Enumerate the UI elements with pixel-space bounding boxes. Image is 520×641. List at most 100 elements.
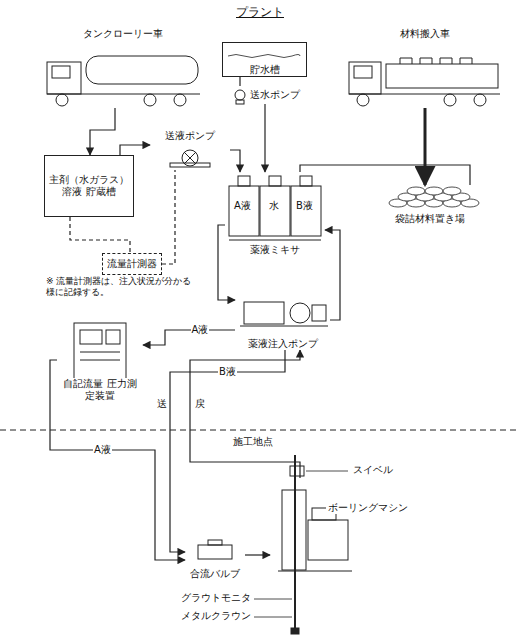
tank-lorry xyxy=(174,94,186,106)
tank-lorry xyxy=(47,56,200,106)
material-truck xyxy=(357,94,369,106)
equipment-node: 合流バルブ xyxy=(185,540,245,580)
callout-label: B液 xyxy=(295,200,314,213)
boring-machine xyxy=(294,455,296,632)
part-label: スイベル xyxy=(352,464,394,477)
equipment-label: 主剤（水ガラス）溶液 貯蔵槽 xyxy=(47,174,131,198)
boring-machine xyxy=(278,455,352,634)
equipment-label: 自記流量 圧力測定装置 xyxy=(59,378,141,402)
boring-machine xyxy=(308,520,348,560)
equipment-label: 材料搬入車 xyxy=(398,28,452,40)
pipe-connector xyxy=(120,145,150,155)
mixer-body xyxy=(229,186,259,236)
injection-pump-body xyxy=(240,326,328,327)
material-truck xyxy=(400,58,472,64)
equipment-node: ボーリングマシン xyxy=(270,478,410,573)
pipe-connector xyxy=(170,350,285,552)
material-bags xyxy=(443,187,461,195)
equipment-label: 送液ポンプ xyxy=(163,130,217,142)
merge-valve-symbol xyxy=(198,545,232,559)
leader-line xyxy=(254,599,292,600)
part-label: メタルクラウン xyxy=(180,610,252,623)
equipment-node: 送液ポンプ xyxy=(150,130,230,170)
callout-label: 送 xyxy=(156,398,168,411)
boring-machine xyxy=(290,466,304,476)
water-surface xyxy=(228,55,300,58)
diagram-title: プラント xyxy=(236,4,284,21)
water-pump-symbol xyxy=(235,90,245,100)
pipe-label: A液 xyxy=(93,444,112,457)
material-truck xyxy=(474,94,486,106)
mixer-body xyxy=(260,186,290,236)
pipe-connector xyxy=(162,170,175,264)
injection-pump-body xyxy=(290,303,310,323)
mixer-body xyxy=(238,176,250,186)
water-surface xyxy=(228,55,300,58)
pipe-connector xyxy=(190,350,300,478)
mixer-body xyxy=(229,240,321,241)
part-label: グラウトモニタ xyxy=(180,592,252,605)
equipment-label: 薬液注入ポンプ xyxy=(246,338,320,350)
pipe-connector xyxy=(70,217,130,253)
equipment-label: 薬液ミキサ xyxy=(248,244,302,256)
material-bags xyxy=(389,187,479,207)
pipe-connector xyxy=(264,104,265,172)
pipe-connector xyxy=(90,108,115,155)
equipment-node: 材料搬入車 xyxy=(345,28,505,108)
injection-pump-body xyxy=(312,305,326,321)
liquid-pump-symbol xyxy=(170,150,210,167)
recorder-cabinet xyxy=(74,323,126,383)
boring-machine xyxy=(282,490,306,570)
liquid-pump-symbol xyxy=(184,152,196,164)
mixer-body xyxy=(291,186,321,236)
material-truck xyxy=(386,64,498,88)
equipment-node: 薬液注入ポンプ xyxy=(235,295,330,350)
injection-pump-body xyxy=(240,302,328,326)
liquid-pump-symbol xyxy=(184,152,196,164)
equipment-label: ボーリングマシン xyxy=(326,502,410,514)
pipe-connector xyxy=(218,225,235,300)
equipment-node: 薬液ミキサ xyxy=(225,172,325,256)
pipe-label: A液 xyxy=(191,324,210,337)
pipe-connector xyxy=(239,77,240,86)
pipe-label: B液 xyxy=(218,366,237,379)
recorder-cabinet xyxy=(80,360,120,361)
equipment-label: 袋詰材料置き場 xyxy=(393,213,467,225)
pipe-connector xyxy=(300,165,470,185)
mixer-body xyxy=(300,176,312,186)
merge-valve-symbol xyxy=(208,540,222,545)
pipe-connector xyxy=(230,150,240,172)
pipe-connector xyxy=(325,230,340,320)
merge-valve-symbol xyxy=(198,540,232,559)
boring-machine xyxy=(291,628,299,634)
leader-line xyxy=(254,471,348,617)
liquid-pump-symbol xyxy=(170,163,210,167)
material-bags xyxy=(425,187,443,195)
recorder-cabinet xyxy=(80,330,102,344)
equipment-node: タンクローリー車 xyxy=(40,28,205,108)
liquid-pump-symbol xyxy=(182,150,198,166)
pipe-connector xyxy=(50,360,185,560)
equipment-node: 主剤（水ガラス）溶液 貯蔵槽 xyxy=(44,155,134,217)
boring-machine xyxy=(278,571,352,572)
equipment-node: 自記流量 圧力測定装置 xyxy=(57,320,143,402)
site-divider xyxy=(0,430,520,431)
pipe-connector xyxy=(143,330,235,345)
tank-lorry xyxy=(86,56,198,84)
tank-lorry xyxy=(144,94,156,106)
recorder-cabinet xyxy=(80,352,120,353)
mixer-body xyxy=(269,176,281,186)
callout-label: A液 xyxy=(233,200,252,213)
equipment-node: 流量計測器 xyxy=(102,253,162,275)
mixer-body xyxy=(229,176,321,240)
equipment-label: タンクローリー車 xyxy=(81,28,165,40)
equipment-label: 送水ポンプ xyxy=(248,89,302,101)
equipment-node: 貯水槽 xyxy=(222,42,307,77)
material-truck xyxy=(444,94,456,106)
leader-line xyxy=(254,617,292,618)
water-pump-symbol xyxy=(236,100,244,104)
equipment-label: 合流バルブ xyxy=(188,568,242,580)
equipment-node: 袋詰材料置き場 xyxy=(380,185,480,225)
callout-label: 戻 xyxy=(194,398,206,411)
